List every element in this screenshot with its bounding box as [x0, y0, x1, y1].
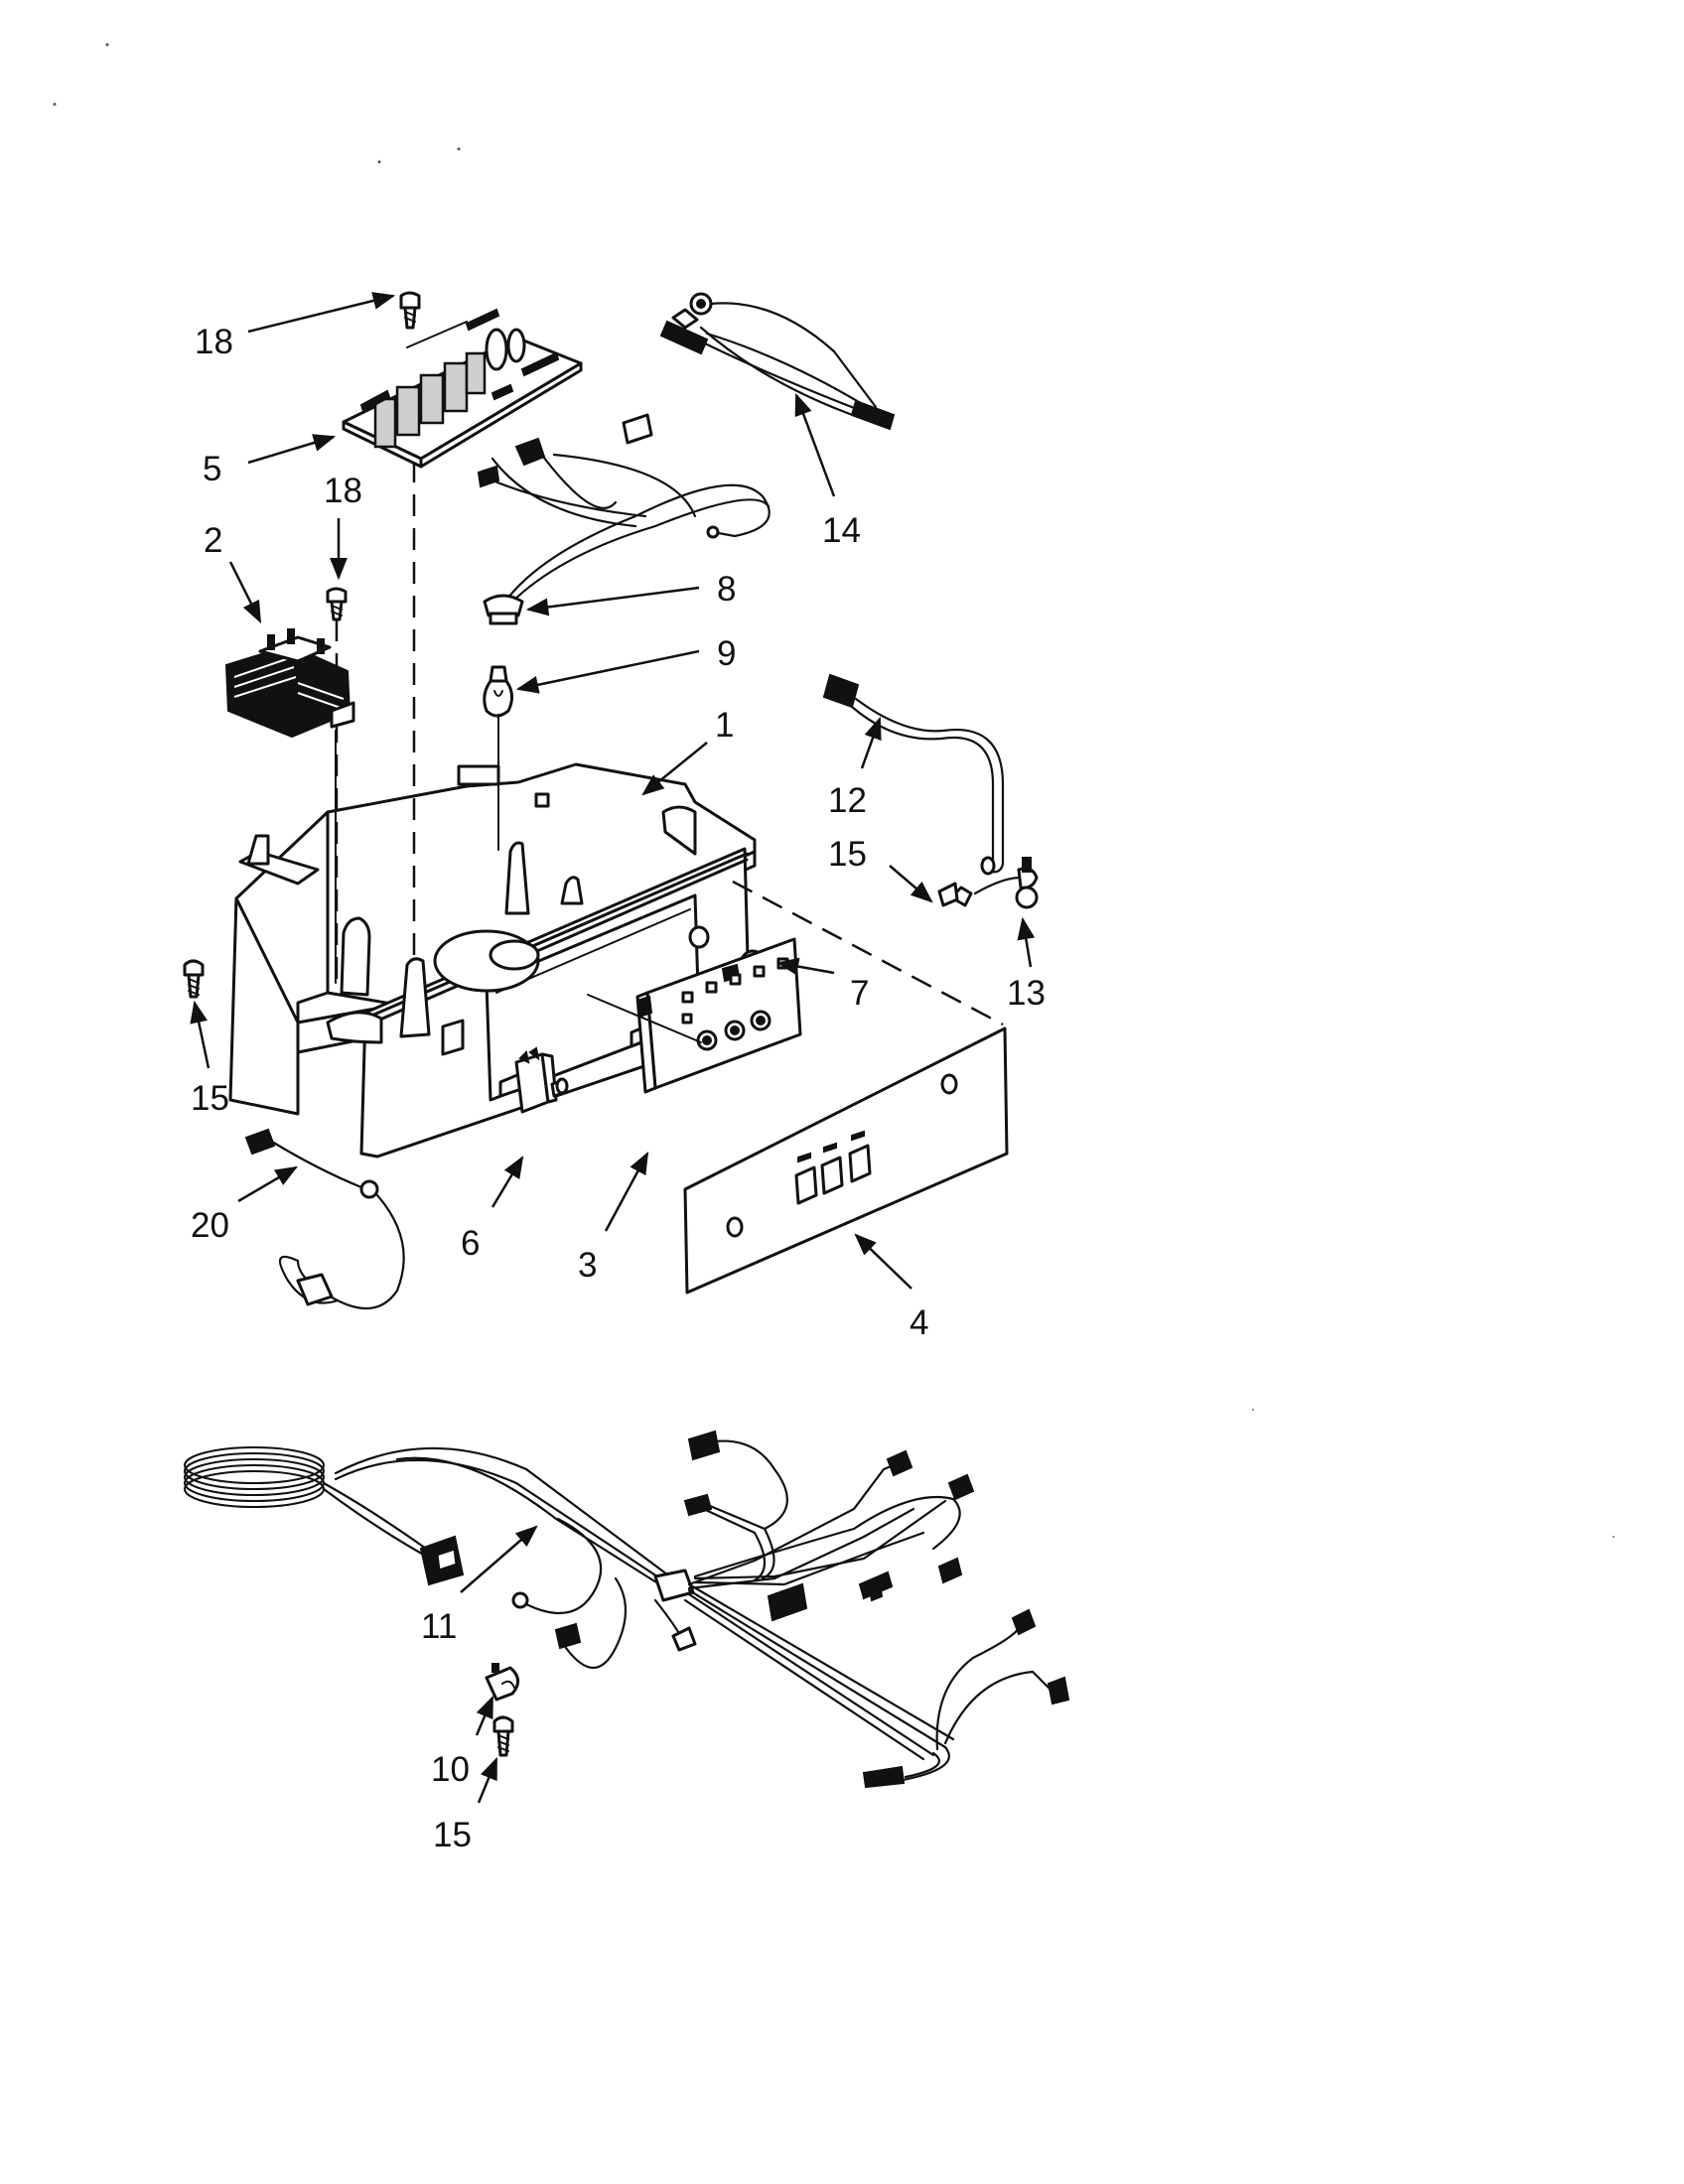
callout-6: 6 [461, 1224, 480, 1263]
callout-14: 14 [822, 511, 861, 550]
scan-specks [53, 43, 1614, 1538]
control-board-part-5 [342, 308, 583, 469]
main-wire-harness-part-11 [184, 1430, 1070, 1789]
callout-13: 13 [1007, 974, 1046, 1013]
lamp-socket-harness-part-8 [477, 413, 771, 625]
clip-part-10 [485, 1663, 519, 1702]
callout-15-right: 15 [828, 835, 867, 874]
control-housing-part-1 [228, 762, 757, 1159]
callout-7: 7 [850, 974, 869, 1013]
screw-part-18-top [399, 291, 421, 330]
callout-3: 3 [578, 1246, 597, 1285]
callout-8: 8 [717, 570, 736, 609]
sensor-harness-part-20 [244, 1128, 405, 1310]
callout-labels: 18 5 18 2 14 8 9 1 12 15 13 7 15 20 6 3 … [191, 323, 1046, 1854]
switch-part-6 [514, 1046, 569, 1114]
callout-1: 1 [715, 706, 734, 745]
assembly-dashed-lines [412, 461, 1004, 1026]
front-panel-overlay-part-4 [683, 1026, 1009, 1295]
screw-part-15-bottom [492, 1715, 514, 1757]
leader-arrows [190, 292, 1036, 1804]
callout-5: 5 [203, 450, 221, 488]
screw-part-15-right [937, 882, 973, 907]
callout-20: 20 [191, 1206, 229, 1245]
callout-18-top: 18 [195, 323, 233, 361]
callout-10: 10 [431, 1750, 470, 1789]
callout-4: 4 [910, 1303, 928, 1342]
wire-harness-part-14 [659, 292, 896, 431]
callout-9: 9 [717, 634, 736, 673]
transformer-part-2 [224, 628, 355, 739]
callout-11: 11 [421, 1607, 457, 1646]
callout-18-left: 18 [324, 472, 362, 510]
callout-15-bottom: 15 [433, 1816, 472, 1854]
screw-part-15-left [183, 959, 205, 999]
callout-12: 12 [828, 781, 867, 820]
callout-15-left: 15 [191, 1079, 229, 1118]
callout-2: 2 [204, 521, 222, 560]
thermistor-part-13 [973, 857, 1039, 909]
lamp-bulb-part-9 [483, 665, 513, 718]
